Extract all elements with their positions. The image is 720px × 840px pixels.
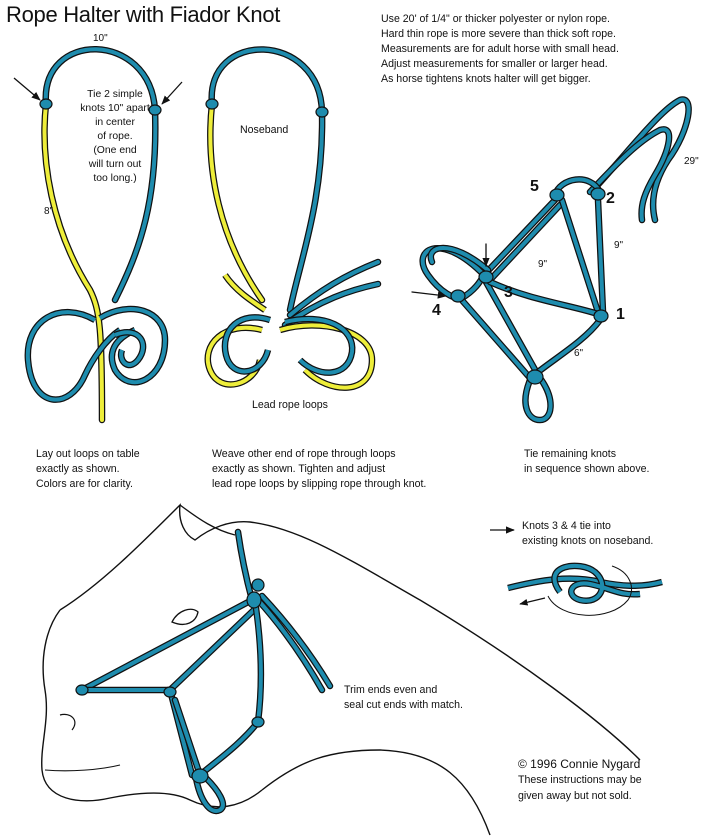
measure-10in: 10" [93, 33, 108, 44]
note-line: of rope. [97, 131, 133, 142]
caption-line: exactly as shown. [36, 463, 120, 475]
caption-line: seal cut ends with match. [344, 699, 463, 711]
measure-6in: 6" [574, 348, 584, 359]
caption-line: Lay out loops on table [36, 448, 140, 460]
panel4-note: Knots 3 & 4 tie into existing knots on n… [522, 519, 653, 549]
panel5-horse-head [41, 503, 641, 836]
panel3-caption: Tie remaining knots in sequence shown ab… [524, 447, 649, 477]
panel2-caption: Weave other end of rope through loops ex… [212, 447, 426, 492]
note-line: in center [95, 117, 135, 128]
intro-text: Use 20' of 1/4" or thicker polyester or … [381, 12, 711, 87]
panel1-note: Tie 2 simple knots 10" apart in center o… [72, 88, 158, 186]
panel5-caption: Trim ends even and seal cut ends with ma… [344, 683, 463, 713]
caption-line: Colors are for clarity. [36, 478, 133, 490]
note-line: (One end [93, 145, 137, 156]
caption-line: lead rope loops by slipping rope through… [212, 478, 427, 490]
knot-number-1: 1 [616, 306, 625, 323]
intro-line: Use 20' of 1/4" or thicker polyester or … [381, 13, 610, 25]
caption-line: Tie remaining knots [524, 448, 617, 460]
measure-9in-cheek: 9" [538, 259, 548, 270]
measure-29in: 29" [684, 156, 699, 167]
note-line: existing knots on noseband. [522, 535, 654, 547]
knot-number-2: 2 [606, 190, 615, 207]
panel2-weave [204, 46, 382, 391]
panel4-knot-detail [490, 526, 663, 616]
note-line: Tie 2 simple [87, 89, 143, 100]
notice-line: given away but not sold. [518, 790, 632, 802]
caption-line: exactly as shown. Tighten and adjust [212, 463, 386, 475]
measure-8in: 8" [44, 206, 54, 217]
intro-line: Hard thin rope is more severe than thick… [381, 28, 616, 40]
note-line: Knots 3 & 4 tie into [522, 520, 611, 532]
intro-line: Measurements are for adult horse with sm… [381, 43, 619, 55]
panel3-halter-schematic [411, 96, 692, 424]
copyright: © 1996 Connie Nygard [518, 757, 641, 771]
knot-number-5: 5 [530, 178, 539, 195]
footer: © 1996 Connie Nygard These instructions … [518, 756, 642, 804]
intro-line: As horse tightens knots halter will get … [381, 73, 591, 85]
lead-rope-loops-label: Lead rope loops [252, 399, 328, 411]
caption-line: Trim ends even and [344, 684, 438, 696]
note-line: too long.) [93, 173, 137, 184]
note-line: knots 10" apart [80, 103, 150, 114]
panel1-caption: Lay out loops on table exactly as shown.… [36, 447, 140, 492]
intro-line: Adjust measurements for smaller or large… [381, 58, 608, 70]
page-title: Rope Halter with Fiador Knot [6, 2, 281, 27]
notice-line: These instructions may be [518, 774, 642, 786]
caption-line: Weave other end of rope through loops [212, 448, 396, 460]
knot-number-4: 4 [432, 302, 441, 319]
note-line: will turn out [88, 159, 142, 170]
caption-line: in sequence shown above. [524, 463, 650, 475]
panel1-rope-layout [13, 46, 183, 424]
measure-9in-side: 9" [614, 240, 624, 251]
knot-number-3: 3 [504, 284, 513, 301]
noseband-label: Noseband [240, 124, 289, 136]
